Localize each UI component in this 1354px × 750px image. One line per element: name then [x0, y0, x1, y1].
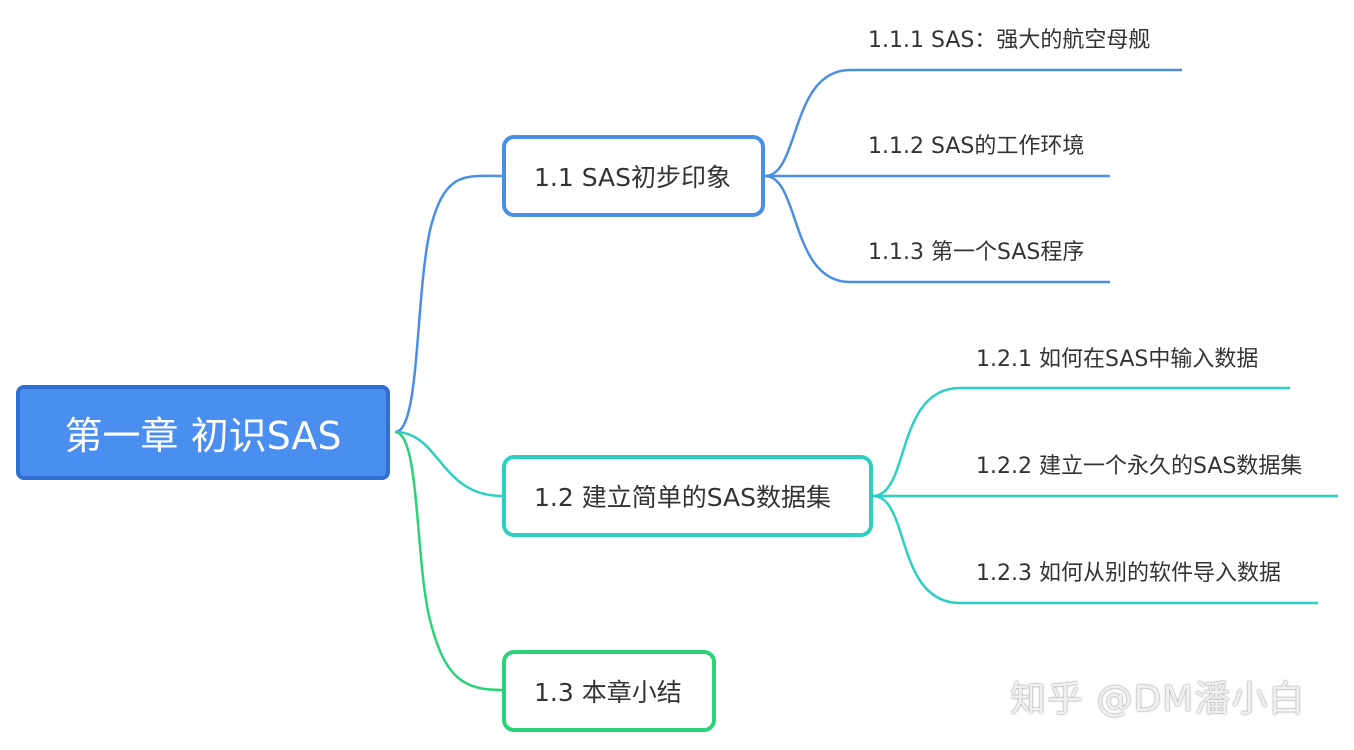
branch-node-1-2[interactable]: 1.2 建立简单的SAS数据集	[502, 455, 873, 537]
leaf-node-1-1-2[interactable]: 1.1.2 SAS的工作环境	[868, 134, 1085, 159]
connector-branch-2-leaf-3	[872, 494, 1318, 605]
branch-node-label: 1.1 SAS初步印象	[534, 163, 732, 192]
connector-root-to-branch-2	[394, 430, 503, 498]
branch-node-label: 1.2 建立简单的SAS数据集	[534, 483, 832, 512]
root-node[interactable]: 第一章 初识SAS	[16, 385, 390, 480]
connector-root-to-branch-3	[394, 430, 503, 692]
connector-root-to-branch-1	[394, 174, 503, 434]
connector-branch-1-leaf-3	[764, 174, 1110, 284]
leaf-node-1-1-3[interactable]: 1.1.3 第一个SAS程序	[868, 240, 1085, 265]
branch-node-1-1[interactable]: 1.1 SAS初步印象	[502, 135, 765, 217]
leaf-node-1-1-1[interactable]: 1.1.1 SAS：强大的航空母舰	[868, 28, 1151, 53]
root-node-label: 第一章 初识SAS	[64, 414, 342, 458]
connector-branch-2-leaf-1	[872, 386, 1290, 498]
leaf-node-1-2-3[interactable]: 1.2.3 如何从别的软件导入数据	[976, 561, 1281, 586]
watermark: 知乎 @DM潘小白	[1010, 679, 1306, 720]
branch-node-1-3[interactable]: 1.3 本章小结	[502, 650, 716, 732]
leaf-node-1-2-1[interactable]: 1.2.1 如何在SAS中输入数据	[976, 347, 1259, 372]
branch-node-label: 1.3 本章小结	[534, 678, 682, 707]
connector-branch-1-leaf-1	[764, 68, 1182, 178]
leaf-node-1-2-2[interactable]: 1.2.2 建立一个永久的SAS数据集	[976, 454, 1303, 479]
